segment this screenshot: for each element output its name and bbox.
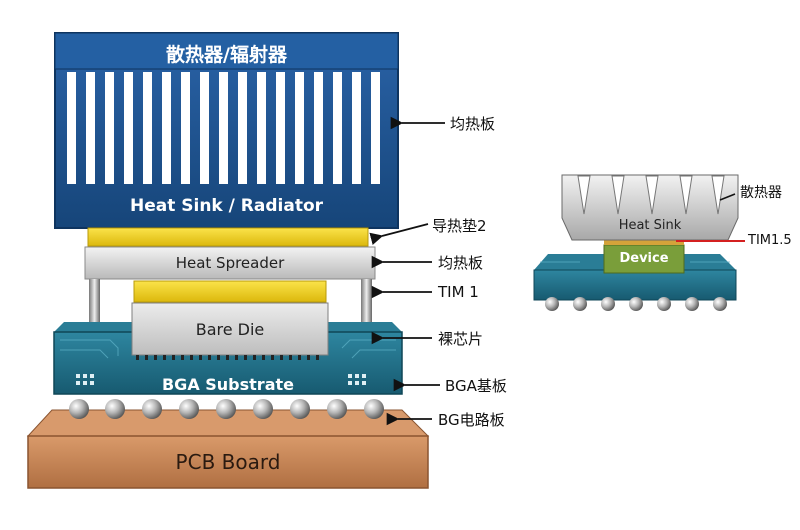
bare-die-label: Bare Die — [195, 320, 265, 339]
heat-sink — [54, 32, 399, 229]
callout-pcb: BG电路板 — [438, 411, 505, 429]
heat-spreader — [84, 246, 376, 280]
substrate-pads-right — [348, 374, 366, 385]
heat-sink-fins — [67, 72, 380, 184]
inset-heat-sink — [561, 174, 739, 241]
heat-sink-title: 散热器/辐射器 — [166, 44, 287, 66]
inset-tim-1-5 — [604, 240, 684, 245]
inset-solder-balls — [545, 297, 727, 311]
inset-callouts — [676, 193, 745, 242]
inset-device-label: Device — [619, 251, 669, 266]
substrate-pads-left — [76, 374, 94, 385]
heat-spreader-label: Heat Spreader — [175, 254, 285, 272]
support-post-left — [89, 279, 100, 359]
pcb-board — [26, 409, 430, 489]
callout-bga-substrate: BGA基板 — [445, 377, 507, 395]
inset-pcb — [533, 254, 737, 301]
heat-sink-label: Heat Sink / Radiator — [129, 196, 324, 216]
inset-callout-tim-1-5: TIM1.5 — [748, 233, 792, 248]
tim-1-layer — [133, 280, 327, 303]
callout-thermal-pad-2: 导热垫2 — [432, 217, 487, 235]
support-post-right — [361, 279, 372, 359]
callout-bare-die: 裸芯片 — [438, 330, 484, 348]
bga-substrate-label: BGA Substrate — [161, 375, 294, 394]
callout-tim-1: TIM 1 — [438, 283, 479, 301]
pcb-board-label: PCB Board — [175, 450, 281, 474]
bare-die — [131, 302, 329, 360]
inset-callout-heat-sink: 散热器 — [740, 185, 782, 201]
solder-balls — [69, 399, 384, 419]
callout-vapor-chamber: 均热板 — [438, 254, 484, 272]
thermal-pad-2 — [87, 227, 369, 247]
callout-arrows — [369, 116, 445, 426]
callout-vapor-chamber-top: 均热板 — [450, 115, 496, 133]
inset-heat-sink-label: Heat Sink — [618, 218, 682, 233]
